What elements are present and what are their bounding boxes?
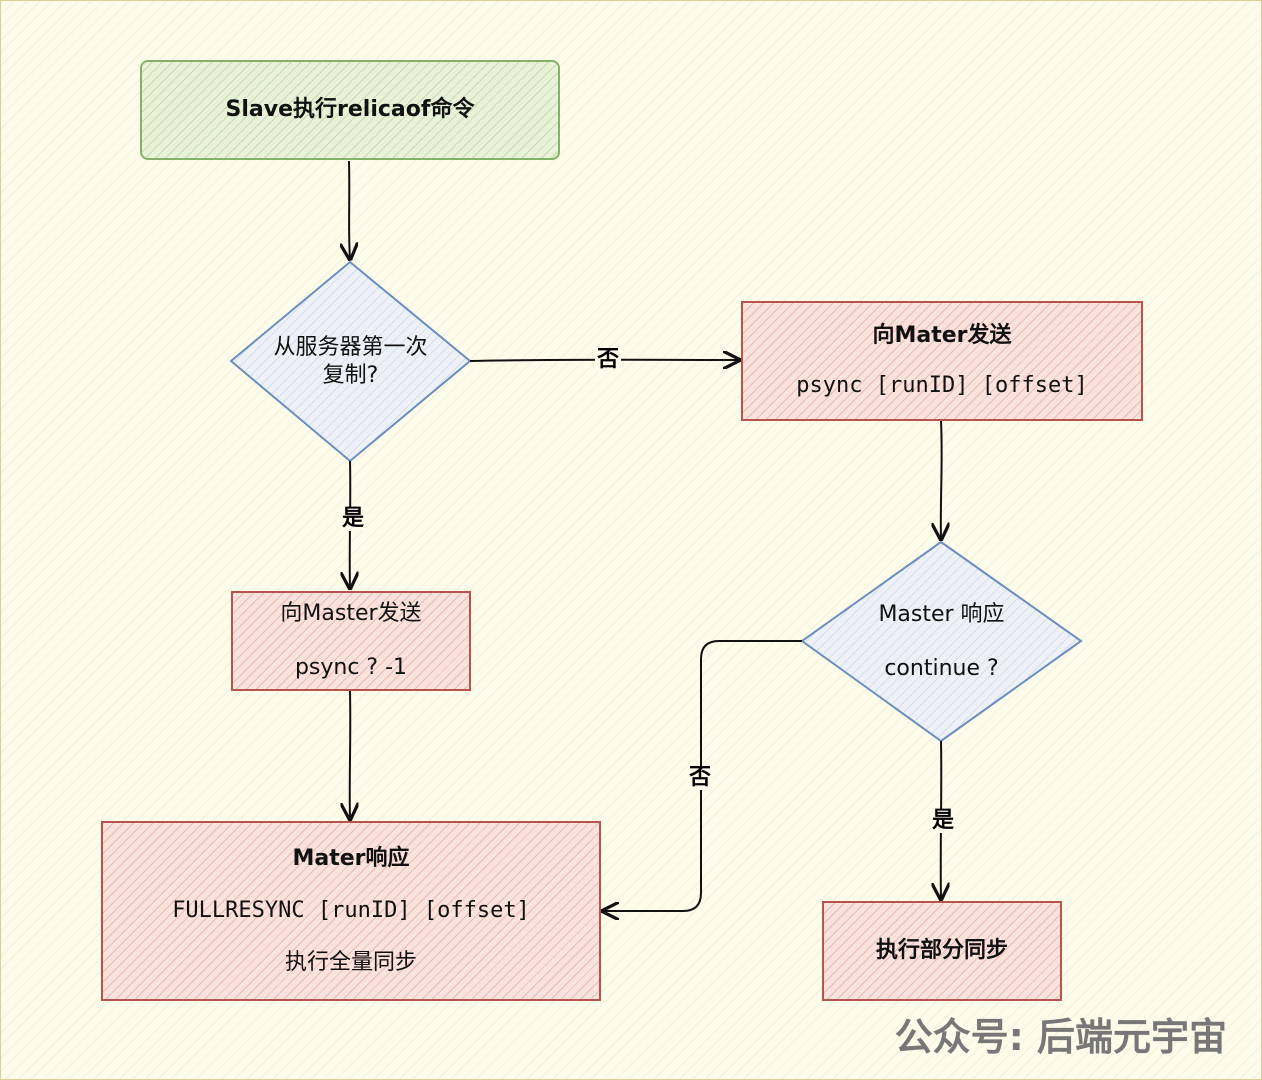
- decision-continue-line1: Master 响应: [878, 601, 1005, 627]
- send-runid-command: psync [runID] [offset]: [796, 373, 1088, 398]
- decision-first-copy: 从服务器第一次 复制?: [231, 262, 470, 461]
- full-resync-note: 执行全量同步: [284, 950, 417, 975]
- partial-sync-label: 执行部分同步: [875, 938, 1008, 963]
- send-minus-one-command: psync ? -1: [294, 655, 408, 680]
- decision-continue-line2: continue ?: [884, 655, 999, 681]
- decision-first-copy-line2: 复制?: [322, 362, 379, 388]
- full-resync-title: Mater响应: [292, 846, 410, 871]
- full-resync-node: Mater响应 FULLRESYNC [runID] [offset] 执行全量…: [101, 821, 601, 1001]
- edge-send-minus-one-to-full-resync: [350, 690, 351, 819]
- send-minus-one-node: 向Master发送 psync ? -1: [231, 591, 471, 691]
- edge-start-to-decision: [349, 160, 350, 259]
- decision-master-continue: Master 响应 continue ?: [802, 542, 1081, 741]
- edge-label-first-copy-no: 否: [595, 347, 622, 372]
- full-resync-command: FULLRESYNC [runID] [offset]: [172, 898, 530, 923]
- edge-label-continue-no: 否: [687, 765, 714, 790]
- edge-label-first-copy-yes: 是: [340, 506, 367, 531]
- send-minus-one-title: 向Master发送: [280, 601, 422, 626]
- partial-sync-node: 执行部分同步: [822, 901, 1062, 1001]
- send-runid-title: 向Mater发送: [872, 323, 1012, 348]
- edge-label-continue-yes: 是: [930, 808, 957, 833]
- send-runid-node: 向Mater发送 psync [runID] [offset]: [741, 301, 1143, 421]
- start-node: Slave执行relicaof命令: [140, 60, 560, 160]
- edge-send-runid-to-continue: [941, 420, 942, 539]
- decision-first-copy-line1: 从服务器第一次: [273, 334, 428, 360]
- start-node-label: Slave执行relicaof命令: [225, 97, 475, 122]
- watermark-text: 公众号: 后端元宇宙: [894, 1015, 1227, 1059]
